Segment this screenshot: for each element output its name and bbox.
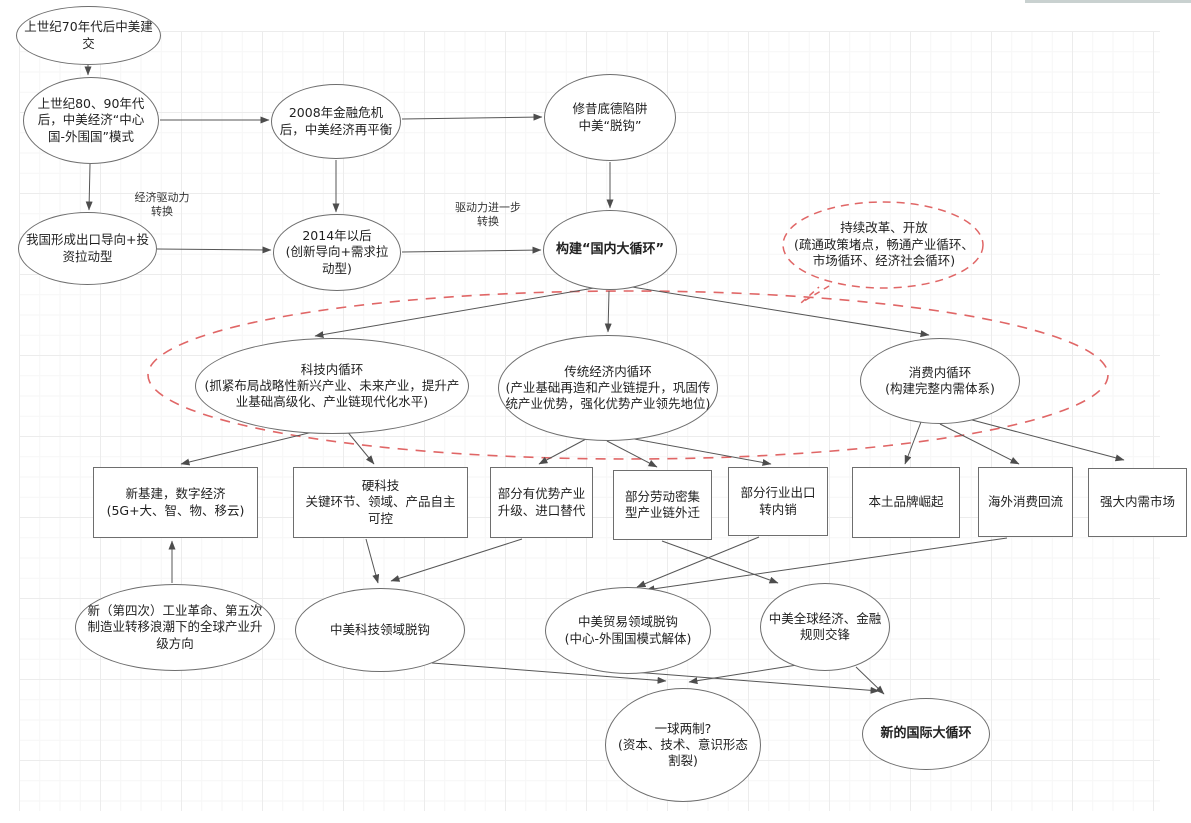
node-export-to-domestic[interactable]: 部分行业出口转内销 [728, 467, 828, 536]
edge-label-driver-shift-further[interactable]: 驱动力进一步转换 [455, 201, 521, 228]
callout-reform-opening[interactable]: 持续改革、开放 (疏通政策堵点，畅通产业循环、市场循环、经济社会循环) [794, 220, 974, 269]
reform-callout-bubble [782, 201, 984, 289]
node-rules-rivalry[interactable]: 中美全球经济、金融规则交锋 [760, 583, 890, 671]
inner-loops-dashed-ellipse [147, 290, 1109, 460]
edge-label-driver-shift[interactable]: 经济驱动力转换 [134, 191, 190, 218]
node-after-2014[interactable]: 2014年以后 (创新导向+需求拉动型) [273, 214, 401, 291]
top-right-ui-edge [1025, 0, 1191, 3]
edge-lines [84, 65, 1125, 695]
node-export-oriented[interactable]: 我国形成出口导向+投资拉动型 [18, 212, 157, 285]
node-strong-domestic-demand[interactable]: 强大内需市场 [1088, 468, 1187, 537]
node-tech-inner-loop[interactable]: 科技内循环 (抓紧布局战略性新兴产业、未来产业，提升产业基础高级化、产业链现代化… [195, 338, 469, 434]
node-tech-decoupling[interactable]: 中美科技领域脱钩 [295, 588, 465, 672]
node-center-periphery-model[interactable]: 上世纪80、90年代后，中美经济“中心国-外围国”模式 [23, 77, 159, 164]
node-hard-tech[interactable]: 硬科技 关键环节、领域、产品自主可控 [293, 467, 468, 538]
node-industrial-revolution[interactable]: 新（第四次）工业革命、第五次制造业转移浪潮下的全球产业升级方向 [75, 584, 275, 671]
node-labor-chain-relocation[interactable]: 部分劳动密集型产业链外迁 [613, 470, 712, 540]
node-import-substitution[interactable]: 部分有优势产业升级、进口替代 [490, 467, 593, 538]
node-trade-decoupling[interactable]: 中美贸易领域脱钩 (中心-外围国模式解体) [545, 587, 711, 674]
node-new-international-circulation[interactable]: 新的国际大循环 [862, 698, 990, 770]
node-thucydides-trap[interactable]: 修昔底德陷阱 中美“脱钩” [544, 74, 676, 161]
node-ties-1970s[interactable]: 上世纪70年代后中美建交 [16, 6, 161, 65]
node-one-globe-two-systems[interactable]: 一球两制? (资本、技术、意识形态割裂) [605, 688, 761, 802]
node-local-brands[interactable]: 本土品牌崛起 [852, 467, 960, 538]
node-overseas-consumption-return[interactable]: 海外消费回流 [978, 467, 1073, 537]
node-2008-rebalance[interactable]: 2008年金融危机后，中美经济再平衡 [271, 84, 401, 159]
node-new-infrastructure[interactable]: 新基建，数字经济 (5G+大、智、物、移云) [93, 467, 258, 538]
reform-callout-tail [800, 285, 830, 304]
node-traditional-economy-inner-loop[interactable]: 传统经济内循环 (产业基础再造和产业链提升，巩固传统产业优势，强化优势产业领先地… [498, 335, 718, 441]
node-domestic-circulation[interactable]: 构建“国内大循环” [543, 210, 677, 290]
node-consumption-inner-loop[interactable]: 消费内循环 (构建完整内需体系) [860, 338, 1020, 424]
